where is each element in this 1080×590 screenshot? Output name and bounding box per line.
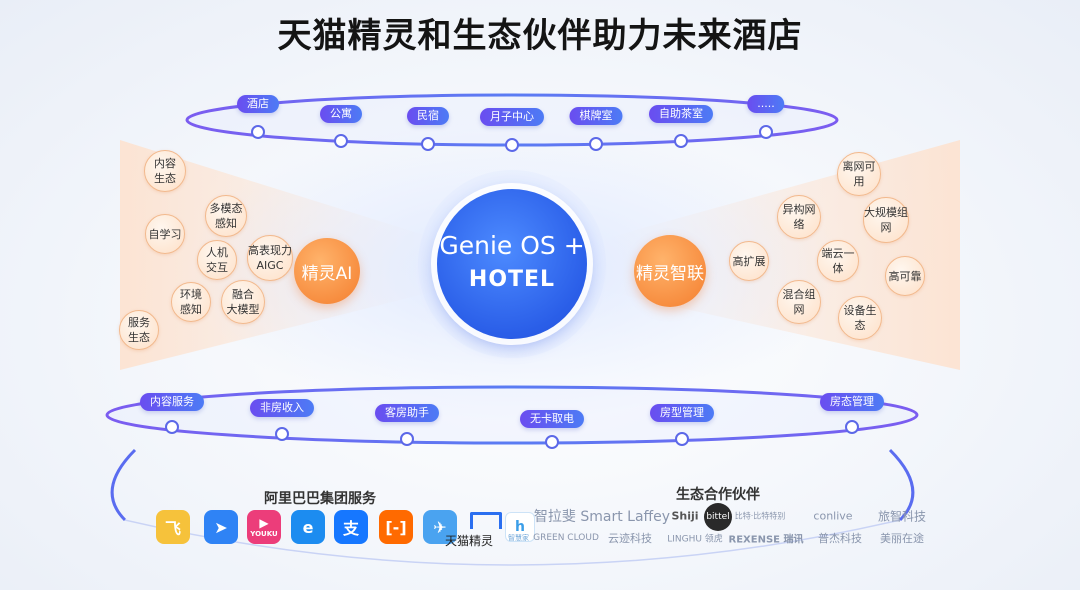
partner-pujie: 普杰科技 <box>818 532 862 545</box>
partner-yunji: 云迹科技 <box>608 532 652 545</box>
eleme-logo: e <box>291 510 325 544</box>
fliggy-logo: 飞 <box>156 510 190 544</box>
partner-bittel-subtitle: 比特·比特特别 <box>734 511 786 521</box>
top-pill-more[interactable]: ..... <box>747 95 785 113</box>
genie-link-hub[interactable]: 精灵智联 <box>634 235 706 307</box>
top-pill-tea-room[interactable]: 自助茶室 <box>649 105 713 123</box>
top-ring-node <box>251 125 265 139</box>
youku-caption: YOUKU <box>250 530 278 538</box>
smart-home-app-caption: 智慧家 <box>508 534 529 542</box>
link-bubble-edge-cloud: 端云一体 <box>817 240 859 282</box>
tmall-genie-icon <box>470 512 502 529</box>
top-ring-node <box>505 138 519 152</box>
top-ring-node <box>589 137 603 151</box>
top-pill-hotel[interactable]: 酒店 <box>237 95 279 113</box>
ai-bubble-aigc: 高表现力 AIGC <box>247 235 293 281</box>
aliyun-logo: [-] <box>379 510 413 544</box>
bottom-pill-room-status-management[interactable]: 房态管理 <box>820 393 884 411</box>
ai-bubble-fused-model: 融合 大模型 <box>221 280 265 324</box>
bottom-ring-node <box>275 427 289 441</box>
link-bubble-large-scale-network: 大规模组网 <box>863 197 909 243</box>
core-subtitle: HOTEL <box>468 267 556 292</box>
partner-shiji: Shiji <box>671 509 699 523</box>
ai-bubble-content-ecosystem: 内容 生态 <box>144 150 186 192</box>
bottom-ring-node <box>675 432 689 446</box>
top-pill-confinement-center[interactable]: 月子中心 <box>480 108 544 126</box>
bottom-pill-content-service[interactable]: 内容服务 <box>140 393 204 411</box>
bottom-pill-non-room-revenue[interactable]: 非房收入 <box>250 399 314 417</box>
link-bubble-high-scalability: 高扩展 <box>729 241 769 281</box>
partner-smart-laffey: 智拉斐 Smart Laffey <box>533 509 671 525</box>
genie-os-hotel-core[interactable]: Genie OS + HOTEL <box>437 189 587 339</box>
ai-bubble-service-ecosystem: 服务 生态 <box>119 310 159 350</box>
bottom-ring-node <box>400 432 414 446</box>
top-ring-node <box>421 137 435 151</box>
tmall-genie-label: 天猫精灵 <box>445 534 494 548</box>
bottom-ring-node <box>545 435 559 449</box>
link-bubble-device-ecosystem: 设备生态 <box>838 296 882 340</box>
link-bubble-heterogeneous-network: 异构网络 <box>777 195 821 239</box>
base-arc-left <box>110 448 137 522</box>
base-arc-right <box>888 448 915 522</box>
bottom-ring <box>105 385 919 445</box>
page-title: 天猫精灵和生态伙伴助力未来酒店 <box>277 16 803 56</box>
partner-rexense: REXENSE 瑞讯 <box>728 534 804 546</box>
bottom-pill-room-assistant[interactable]: 客房助手 <box>375 404 439 422</box>
top-pill-chess-room[interactable]: 棋牌室 <box>569 107 623 125</box>
link-bubble-high-reliability: 高可靠 <box>885 256 925 296</box>
top-pill-homestay[interactable]: 民宿 <box>407 107 449 125</box>
base-arc-bottom <box>124 519 901 566</box>
ai-bubble-environment-perception: 环境 感知 <box>171 282 211 322</box>
top-ring-node <box>674 134 688 148</box>
ai-bubble-hci: 人机 交互 <box>197 240 237 280</box>
top-pill-apartment[interactable]: 公寓 <box>320 105 362 123</box>
partner-linghu: LINGHU 领虎 <box>667 534 723 545</box>
link-bubble-hybrid-network: 混合组网 <box>777 280 821 324</box>
partners-section-heading: 生态合作伙伴 <box>676 487 760 503</box>
partner-green-cloud: GREEN CLOUD <box>533 533 599 543</box>
partner-conlive: conlive <box>813 509 853 523</box>
partner-bittel: bittel <box>704 503 732 531</box>
ai-bubble-multimodal-perception: 多模态 感知 <box>205 195 247 237</box>
top-ring-node <box>759 125 773 139</box>
bottom-pill-cardless-power[interactable]: 无卡取电 <box>520 410 584 428</box>
bottom-ring-node <box>165 420 179 434</box>
core-title: Genie OS + <box>439 231 585 260</box>
top-ring-node <box>334 134 348 148</box>
alipay-logo: 支 <box>334 510 368 544</box>
bottom-ring-node <box>845 420 859 434</box>
alitrip-logo: ✈ <box>423 510 457 544</box>
partner-lvzhi-tech: 旅智科技 <box>877 509 927 524</box>
ai-bubble-self-learning: 自学习 <box>145 214 185 254</box>
genie-ai-hub[interactable]: 精灵AI <box>294 238 360 304</box>
dingtalk-logo: ➤ <box>204 510 238 544</box>
partner-meili-zaitu: 美丽在途 <box>880 532 924 545</box>
youku-logo: ▶YOUKU <box>247 510 281 544</box>
link-bubble-offline: 离网可用 <box>837 152 881 196</box>
smart-home-app-icon: h <box>505 512 535 542</box>
alibaba-section-heading: 阿里巴巴集团服务 <box>264 491 376 507</box>
bottom-pill-room-type-management[interactable]: 房型管理 <box>650 404 714 422</box>
